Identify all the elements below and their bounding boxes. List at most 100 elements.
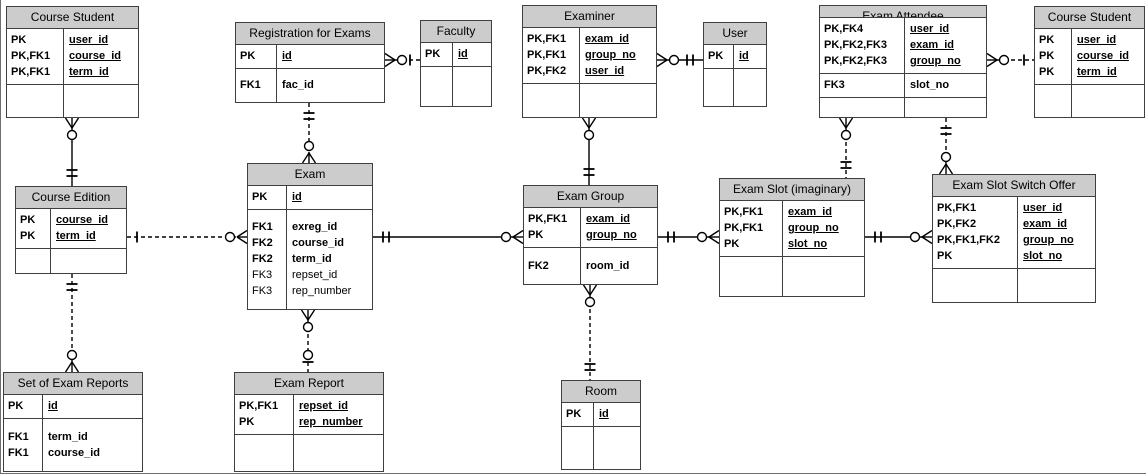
empty-section	[16, 248, 126, 274]
field-name: id	[739, 50, 749, 62]
field-name: term_id	[56, 230, 96, 242]
empty-section	[820, 97, 986, 118]
field-name: term_id	[69, 66, 109, 78]
key-label: PK,FK1	[11, 66, 51, 78]
field-name: term_id	[48, 430, 88, 443]
attribute-row: PK,FK1 term_id	[7, 64, 138, 80]
empty-section	[933, 268, 1095, 303]
entity-title: Exam Group	[524, 186, 657, 208]
attribute-row: FK1 course_id	[4, 445, 142, 461]
connector-exam--exam-report	[300, 309, 316, 372]
entity-title: Exam Slot (imaginary)	[720, 179, 864, 201]
field-name: repset_id	[299, 400, 348, 412]
empty-section	[704, 68, 766, 107]
key-label: PK	[1039, 34, 1055, 46]
entity-title: User	[704, 23, 766, 45]
key-label: PK,FK4	[824, 23, 864, 35]
field-name: group_no	[585, 49, 636, 61]
key-label: PK	[528, 229, 544, 241]
key-label: FK1	[8, 446, 29, 459]
key-label: PK	[8, 400, 24, 412]
field-name: exam_id	[1023, 218, 1068, 230]
connector-exam--exam-group	[373, 229, 524, 245]
key-label: PK	[708, 50, 724, 62]
field-name: id	[282, 50, 292, 62]
empty-section	[720, 256, 864, 297]
attribute-row: FK3 rep_number	[248, 283, 372, 299]
field-name: user_id	[1023, 202, 1063, 214]
key-label: PK	[425, 48, 441, 60]
field-name: user_id	[1077, 34, 1117, 46]
key-label: PK	[239, 416, 255, 428]
attribute-row: PK id	[704, 48, 766, 64]
key-label: PK,FK2,FK3	[824, 55, 887, 67]
key-label: FK3	[252, 285, 273, 297]
field-name: exam_id	[788, 206, 833, 218]
field-name: slot_no	[910, 79, 950, 91]
key-label: PK	[20, 230, 36, 242]
field-name: slot_no	[1023, 250, 1063, 262]
field-name: room_id	[586, 259, 630, 272]
empty-section	[523, 83, 656, 118]
connector-registration-for-exams--exam	[301, 103, 317, 164]
field-name: rep_number	[292, 285, 352, 297]
key-label: PK	[240, 50, 256, 62]
attribute-row: PK id	[236, 48, 384, 64]
key-label: PK,FK1,FK2	[937, 234, 1000, 246]
entity-title: Course Student	[7, 7, 138, 29]
entity-title: Exam	[248, 164, 372, 186]
key-label: PK,FK1	[528, 213, 568, 225]
key-label: PK,FK1	[724, 222, 764, 234]
key-label: FK1	[8, 430, 29, 443]
empty-section	[1035, 84, 1144, 118]
key-label: FK2	[252, 253, 273, 265]
field-name: course_id	[48, 446, 100, 459]
key-label: PK,FK1	[724, 206, 764, 218]
entity-title: Room	[562, 381, 640, 403]
key-label: PK,FK1	[527, 33, 567, 45]
entity-title: Exam Slot Switch Offer	[933, 175, 1095, 197]
field-name: term_id	[292, 253, 332, 265]
attribute-section: PK id	[236, 44, 384, 69]
